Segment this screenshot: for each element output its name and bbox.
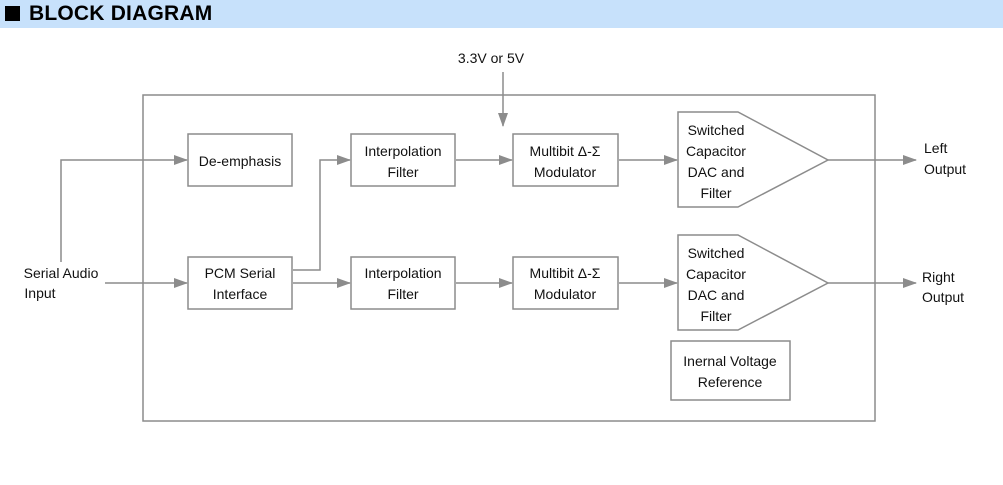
mod-right-label-line2: Modulator <box>534 286 597 302</box>
section-header: BLOCK DIAGRAM <box>0 0 1003 28</box>
pcm-serial-interface-block <box>187 256 293 310</box>
dac-right-block <box>677 234 830 331</box>
chip-boundary <box>142 94 876 422</box>
dac-right-label-line3: DAC and <box>688 287 745 303</box>
input-to-deemphasis-arrow <box>60 155 188 262</box>
deemphasis-label: De-emphasis <box>199 153 281 169</box>
interpolation-filter-right-block <box>350 256 456 310</box>
interpolation-filter-left-block <box>350 133 456 187</box>
voltage-reference-block <box>670 340 791 401</box>
interp-right-label-line1: Interpolation <box>364 265 441 281</box>
interp-right-label-line2: Filter <box>387 286 418 302</box>
right-output-label-line1: Right <box>922 269 955 285</box>
interp-left-label-line2: Filter <box>387 164 418 180</box>
mod-right-label-line1: Multibit Δ-Σ <box>530 265 601 281</box>
deemphasis-block <box>187 133 293 187</box>
modulator-left-block <box>512 133 619 187</box>
input-label-line2: Input <box>24 285 55 301</box>
left-output-label-line2: Output <box>924 161 966 177</box>
vref-label-line1: Inernal Voltage <box>683 353 777 369</box>
dac-left-label-line2: Capacitor <box>686 143 746 159</box>
dac-right-label-line1: Switched <box>688 245 745 261</box>
mod-left-label-line1: Multibit Δ-Σ <box>530 143 601 159</box>
interp-left-label-line1: Interpolation <box>364 143 441 159</box>
black-square-icon <box>5 6 20 21</box>
pcm-label-line2: Interface <box>213 286 268 302</box>
dac-right-label-line4: Filter <box>700 308 731 324</box>
dac-left-label-line3: DAC and <box>688 164 745 180</box>
right-output-label-line2: Output <box>922 289 964 305</box>
mod-left-label-line2: Modulator <box>534 164 597 180</box>
dac-right-label-line2: Capacitor <box>686 266 746 282</box>
pcm-label-line1: PCM Serial <box>205 265 276 281</box>
dac-left-label-line4: Filter <box>700 185 731 201</box>
section-title: BLOCK DIAGRAM <box>29 2 213 25</box>
dac-left-block <box>677 111 830 208</box>
input-label-line1: Serial Audio <box>24 265 99 281</box>
vref-label-line2: Reference <box>698 374 763 390</box>
dac-left-label-line1: Switched <box>688 122 745 138</box>
pcm-to-interp-left-arrow <box>293 155 351 271</box>
modulator-right-block <box>512 256 619 310</box>
left-output-label-line1: Left <box>924 140 947 156</box>
supply-label: 3.3V or 5V <box>458 50 525 66</box>
